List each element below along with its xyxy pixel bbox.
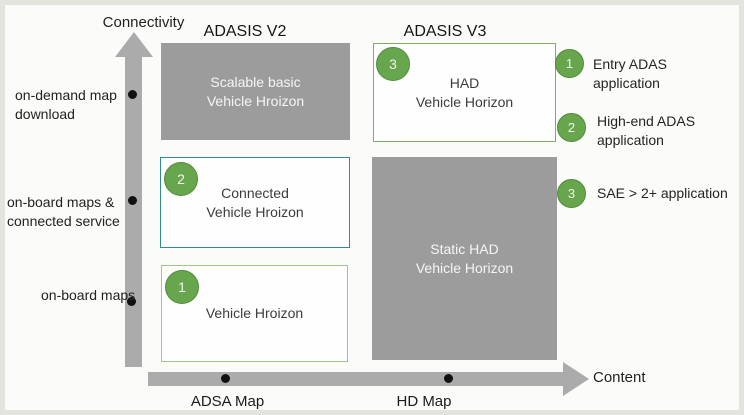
box-static-had-vehicle-horizon: Static HAD Vehicle Horizon bbox=[372, 157, 557, 360]
y-tick-on-demand-line1: on-demand map bbox=[15, 87, 117, 103]
box-had-line1: HAD bbox=[449, 74, 480, 91]
y-axis-title: Connectivity bbox=[102, 14, 185, 31]
legend-badge-3: 3 bbox=[557, 179, 586, 208]
legend-badge-2: 2 bbox=[557, 113, 586, 142]
x-axis-shaft bbox=[148, 372, 564, 386]
x-axis-dot-1 bbox=[221, 374, 230, 383]
legend-label-entry-adas-line1: Entry ADAS bbox=[593, 56, 667, 72]
box-scalable-basic-line2: Vehicle Hroizon bbox=[206, 92, 305, 109]
y-axis-dot-3 bbox=[127, 297, 136, 306]
badge-1-vehicle: 1 bbox=[165, 270, 199, 304]
box-had-line2: Vehicle Horizon bbox=[415, 93, 514, 110]
y-tick-on-board-connected: on-board maps & connected service bbox=[7, 193, 120, 231]
box-static-had-line2: Vehicle Horizon bbox=[415, 259, 514, 276]
legend-label-high-end-adas-line1: High-end ADAS bbox=[597, 113, 696, 129]
legend-label-high-end-adas-line2: application bbox=[597, 132, 664, 148]
legend-label-entry-adas: Entry ADAS application bbox=[593, 55, 667, 93]
column-header-adasis-v2: ADASIS V2 bbox=[203, 23, 287, 40]
y-axis-dot-1 bbox=[128, 90, 137, 99]
legend-label-sae-line1: SAE > 2+ application bbox=[597, 185, 728, 201]
badge-3-had: 3 bbox=[376, 47, 410, 81]
y-axis-shaft bbox=[125, 53, 142, 367]
box-scalable-basic-vehicle-horizon: Scalable basic Vehicle Hroizon bbox=[161, 43, 350, 140]
box-static-had-line1: Static HAD bbox=[430, 240, 499, 257]
y-tick-on-demand-line2: download bbox=[15, 106, 75, 122]
y-tick-on-board-connected-line1: on-board maps & bbox=[7, 194, 115, 210]
badge-2-connected: 2 bbox=[164, 162, 198, 196]
legend-label-entry-adas-line2: application bbox=[593, 75, 660, 91]
box-connected-line1: Connected bbox=[221, 184, 289, 201]
x-axis-dot-2 bbox=[444, 374, 453, 383]
legend-label-sae: SAE > 2+ application bbox=[597, 184, 728, 203]
y-tick-on-demand: on-demand map download bbox=[15, 86, 117, 124]
column-header-adasis-v3: ADASIS V3 bbox=[403, 23, 487, 40]
x-axis-arrowhead-icon bbox=[563, 362, 589, 396]
box-scalable-basic-line1: Scalable basic bbox=[210, 73, 301, 90]
y-tick-on-board-connected-line2: connected service bbox=[7, 213, 120, 229]
x-tick-adsa-map: ADSA Map bbox=[190, 393, 265, 410]
y-tick-on-board-line1: on-board maps bbox=[41, 287, 136, 303]
x-tick-hd-map: HD Map bbox=[396, 393, 452, 410]
box-connected-line2: Vehicle Hroizon bbox=[206, 203, 304, 220]
y-axis-arrowhead-icon bbox=[115, 32, 153, 57]
box-vehicle-line1: Vehicle Hroizon bbox=[205, 305, 304, 321]
legend-label-high-end-adas: High-end ADAS application bbox=[597, 112, 695, 150]
x-axis-title: Content bbox=[593, 369, 646, 386]
legend-badge-1: 1 bbox=[555, 49, 584, 78]
y-axis-dot-2 bbox=[128, 196, 137, 205]
y-tick-on-board: on-board maps bbox=[41, 286, 135, 305]
